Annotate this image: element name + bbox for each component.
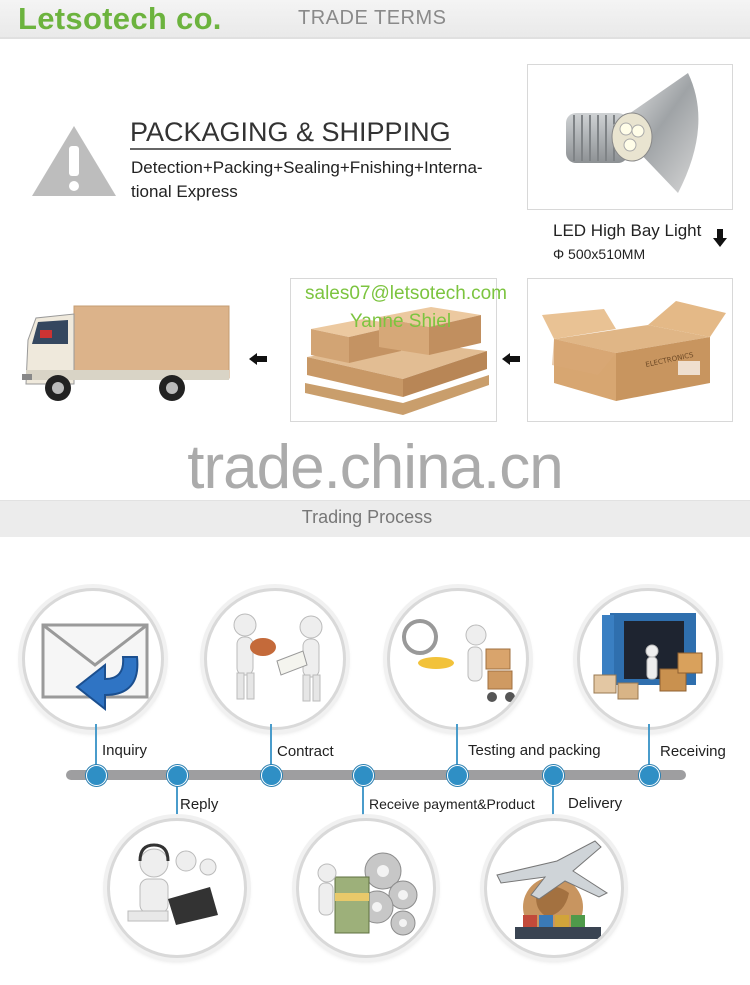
packaging-description: Detection+Packing+Sealing+Fnishing+Inter… — [131, 158, 483, 201]
carton-box-image: ELECTRONICS — [542, 301, 726, 401]
timeline-dot — [86, 765, 107, 786]
step-delivery: Delivery — [568, 795, 623, 812]
timeline-dot — [167, 765, 188, 786]
airplane-globe-ship-icon — [496, 840, 609, 939]
connector-line — [552, 780, 554, 820]
connector-line — [456, 724, 458, 770]
testing-packing-circle — [387, 588, 529, 730]
watermark-text: trade.china.cn — [187, 433, 563, 502]
arrow-left-icon — [249, 350, 267, 365]
container-boxes-icon — [593, 613, 703, 700]
step-inquiry: Inquiry — [102, 742, 148, 759]
timeline-dot — [353, 765, 374, 786]
step-payment-product: Receive payment&Product — [369, 796, 535, 812]
high-bay-light-image — [566, 73, 699, 193]
inspection-figures-icon — [402, 619, 515, 702]
step-reply: Reply — [180, 796, 219, 813]
process-timeline — [66, 770, 686, 780]
connector-line — [362, 780, 364, 820]
step-testing-packing: Testing and packing — [468, 742, 601, 759]
brand-title: Letsotech co. — [18, 1, 222, 36]
section-band — [0, 500, 750, 537]
arrow-down-icon — [713, 229, 727, 247]
pallet-boxes-image — [305, 307, 489, 415]
handshake-figures-icon — [233, 613, 323, 702]
step-contract: Contract — [277, 743, 334, 760]
call-center-icon — [127, 843, 218, 925]
contact-email: sales07@letsotech.com — [305, 283, 507, 304]
packaging-title: PACKAGING & SHIPPING — [130, 117, 451, 150]
inquiry-circle — [22, 588, 164, 730]
envelope-icon — [41, 623, 149, 712]
truck-image — [22, 300, 232, 405]
process-title: Trading Process — [301, 507, 433, 527]
section-title: TRADE TERMS — [298, 7, 447, 29]
product-image-box — [527, 64, 733, 210]
warning-icon — [30, 124, 118, 198]
arrow-left-icon — [502, 350, 520, 365]
carton-image-box: ELECTRONICS — [527, 278, 733, 422]
product-name: LED High Bay Light — [553, 221, 702, 240]
connector-line — [648, 724, 650, 770]
timeline-dot — [261, 765, 282, 786]
contact-name: Yanne Shiel — [350, 311, 452, 332]
connector-line — [95, 724, 97, 770]
header-bar — [0, 0, 750, 38]
step-receiving: Receiving — [660, 743, 726, 760]
pallet-image-box — [290, 278, 497, 422]
timeline-dot — [639, 765, 660, 786]
connector-line — [270, 724, 272, 770]
product-size: Φ 500x510MM — [553, 246, 646, 262]
delivery-circle — [484, 818, 624, 958]
timeline-dot — [447, 765, 468, 786]
timeline-dot — [543, 765, 564, 786]
reply-circle — [107, 818, 247, 958]
money-gears-icon — [317, 852, 418, 936]
contract-circle — [204, 588, 346, 730]
connector-line — [176, 780, 178, 820]
payment-circle — [296, 818, 436, 958]
header-divider — [0, 37, 750, 39]
receiving-circle — [577, 588, 719, 730]
